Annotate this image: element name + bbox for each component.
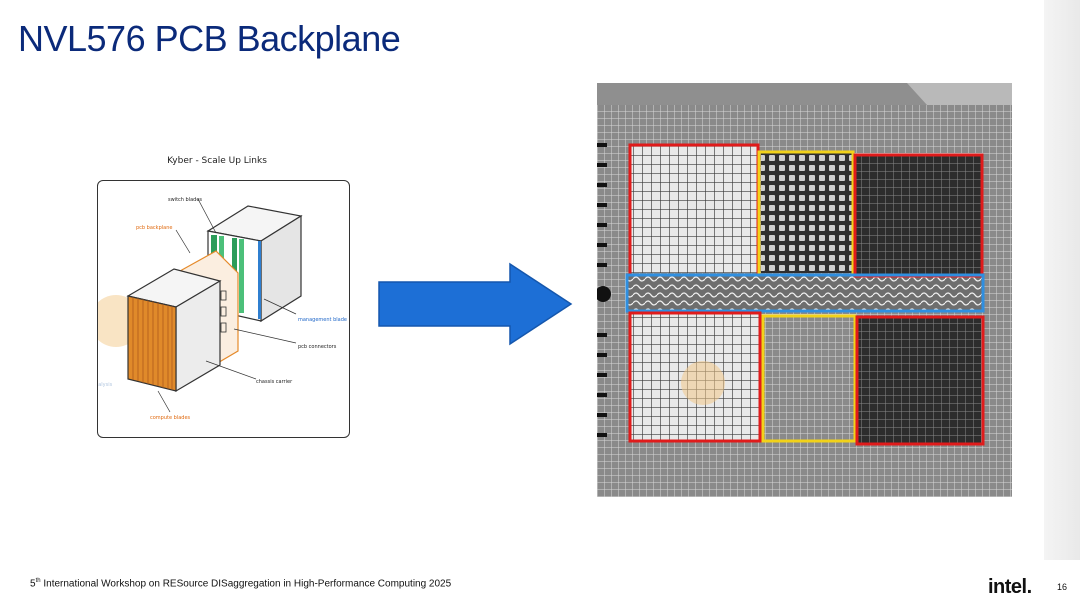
footer-workshop-name: International Workshop on RESource DISag… [43, 578, 452, 590]
footer-ordinal-number: 5 [30, 578, 36, 590]
label-switch-blades: switch blades [168, 197, 202, 203]
kyber-sketch-drawing: analysis [98, 197, 347, 421]
sketch-caption: Kyber - Scale Up Links [167, 156, 267, 166]
footer-ordinal-suffix: th [35, 578, 41, 584]
label-pcb-backplane: pcb backplane [136, 225, 172, 231]
label-compute-blades: compute blades [150, 415, 191, 421]
intel-logo-icon: intel. [988, 576, 1032, 598]
slide-title: NVL576 PCB Backplane [18, 18, 401, 59]
page-edge-strip [1044, 0, 1080, 560]
label-chassis-carrier: chassis carrier [256, 379, 293, 385]
sketch-watermark: analysis [98, 382, 113, 388]
right-arrow-icon [378, 262, 573, 346]
backplane-photo [597, 83, 1012, 497]
kyber-sketch-diagram: analysis [97, 180, 350, 438]
footer-workshop: 5th International Workshop on RESource D… [30, 578, 451, 589]
backplane-photo-render [597, 83, 1012, 497]
label-management-blade: management blade [298, 317, 347, 323]
page-number: 16 [1057, 582, 1068, 592]
label-pcb-connectors: pcb connectors [298, 344, 337, 350]
